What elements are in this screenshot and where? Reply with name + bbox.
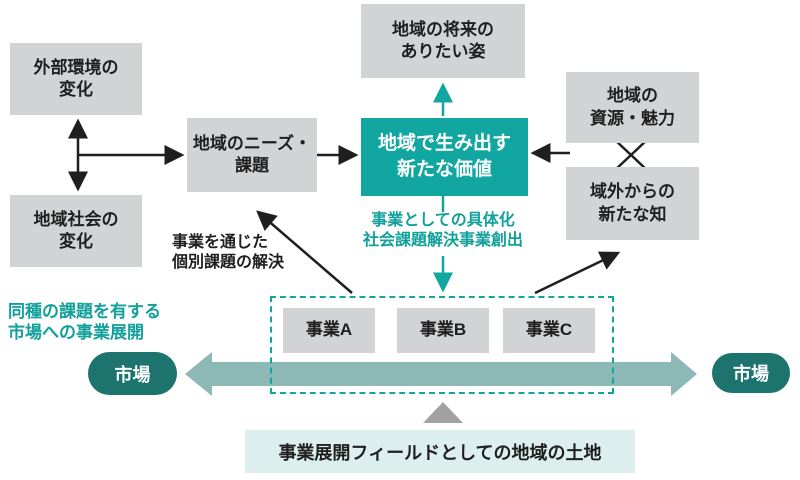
box-future-vision: 地域の将来の ありたい姿 xyxy=(361,4,525,78)
box-business-b: 事業B xyxy=(397,308,489,353)
box-needs-issues: 地域のニーズ・ 課題 xyxy=(187,118,317,192)
arrow-business-to-needs xyxy=(256,210,353,294)
box-resources-appeal: 地域の 資源・魅力 xyxy=(566,72,699,143)
box-business-c: 事業C xyxy=(503,308,595,353)
arrow-business-to-knowledge xyxy=(534,251,621,295)
market-double-arrow xyxy=(185,352,697,396)
box-new-value: 地域で生み出す 新たな価値 xyxy=(361,118,528,196)
box-external-environment: 外部環境の 変化 xyxy=(10,43,142,115)
box-outside-knowledge: 域外からの 新たな知 xyxy=(566,167,699,240)
land-support-triangle-icon xyxy=(423,402,463,423)
label-individual-issue-solving: 事業を通じた 個別課題の解決 xyxy=(172,234,285,271)
box-business-a: 事業A xyxy=(283,308,375,353)
land-field-panel: 事業展開フィールドとしての地域の土地 xyxy=(245,430,635,473)
label-market-expansion: 同種の課題を有する 市場への事業展開 xyxy=(8,302,161,343)
market-pill-right: 市場 xyxy=(712,353,790,393)
box-community-change: 地域社会の 変化 xyxy=(10,195,142,267)
multiply-icon xyxy=(613,138,649,172)
market-pill-left: 市場 xyxy=(88,352,177,395)
label-business-concretization: 事業としての具体化 社会課題解決事業創出 xyxy=(362,212,523,249)
